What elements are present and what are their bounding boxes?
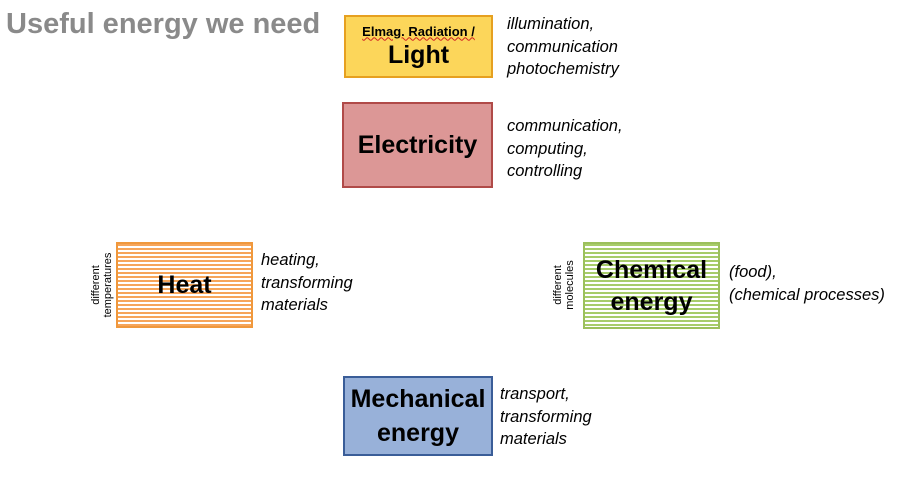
mechanical-use-item: transport, bbox=[500, 385, 570, 403]
mechanical-label-line2: energy bbox=[377, 419, 459, 447]
mechanical-label-line1: Mechanical bbox=[350, 385, 486, 413]
electricity-use-item: controlling bbox=[507, 162, 583, 180]
light-use-item: communication bbox=[507, 37, 618, 56]
chemical-uses: (food), (chemical processes) bbox=[729, 261, 885, 306]
heat-uses: heating, transforming materials bbox=[261, 249, 353, 317]
electricity-uses: communication, computing, controlling bbox=[507, 115, 623, 183]
light-box: Elmag. Radiation / Light bbox=[344, 15, 493, 78]
light-uses: illumination, communication photochemist… bbox=[507, 13, 619, 81]
light-small-label: Elmag. Radiation / bbox=[362, 24, 475, 40]
heat-use-item: heating, bbox=[261, 251, 320, 269]
chemical-box: Chemical energy bbox=[583, 242, 720, 329]
mechanical-use-item: transforming bbox=[500, 407, 592, 426]
electricity-use-item: communication, bbox=[507, 117, 623, 135]
light-use-item: photochemistry bbox=[507, 60, 619, 78]
heat-side-label: different temperatures bbox=[90, 245, 114, 325]
chemical-label-line1: Chemical bbox=[595, 255, 708, 284]
light-small-label-text: Elmag. Radiation / bbox=[362, 23, 475, 39]
chemical-side-label-line: different bbox=[552, 265, 564, 305]
electricity-box: Electricity bbox=[342, 102, 493, 188]
page-title: Useful energy we need bbox=[6, 8, 321, 40]
electricity-label: Electricity bbox=[357, 130, 478, 159]
light-use-item: illumination, bbox=[507, 15, 595, 33]
mechanical-box: Mechanical energy bbox=[343, 376, 493, 456]
heat-label: Heat bbox=[157, 270, 212, 299]
mechanical-use-item: materials bbox=[500, 430, 567, 448]
heat-side-label-line: temperatures bbox=[102, 252, 114, 318]
chemical-use-item: (chemical processes) bbox=[729, 285, 885, 304]
heat-use-item: transforming bbox=[261, 273, 353, 292]
chemical-label-line2: energy bbox=[610, 287, 693, 316]
chemical-side-label-line: molecules bbox=[564, 260, 576, 310]
chemical-use-item: (food), bbox=[729, 263, 777, 281]
light-label: Light bbox=[387, 40, 450, 69]
heat-box: Heat bbox=[116, 242, 253, 328]
chemical-side-label: different molecules bbox=[552, 245, 576, 325]
heat-use-item: materials bbox=[261, 296, 328, 314]
mechanical-uses: transport, transforming materials bbox=[500, 383, 592, 451]
electricity-use-item: computing, bbox=[507, 139, 588, 158]
heat-side-label-line: different bbox=[90, 265, 102, 305]
